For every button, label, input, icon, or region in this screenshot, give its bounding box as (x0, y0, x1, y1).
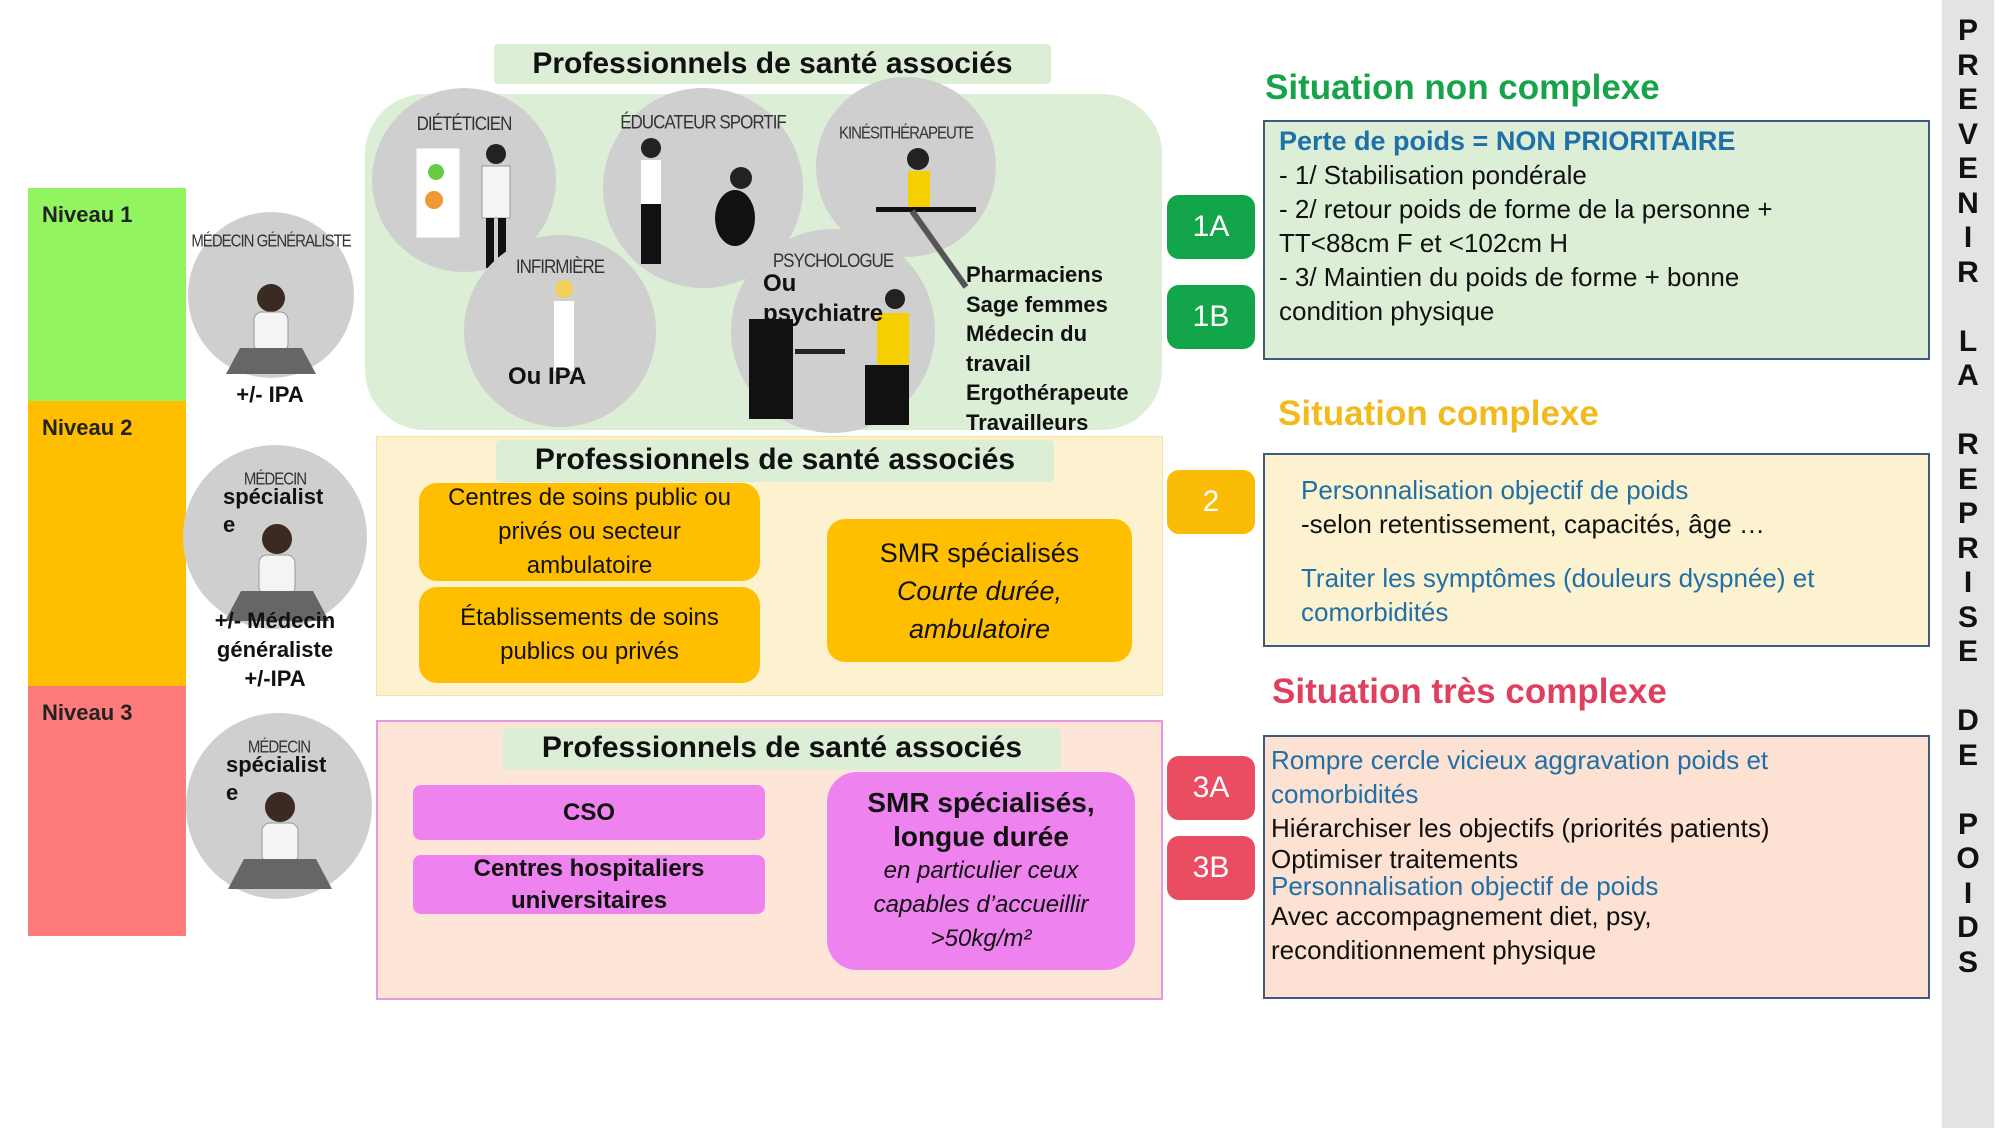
box-tres-complexe: Rompre cercle vicieux aggravation poids … (1263, 735, 1930, 999)
banner-letter (1964, 773, 1972, 808)
banner-letter: P (1957, 14, 1978, 47)
banner-letter: I (1963, 221, 1973, 254)
banner-letter: E (1957, 738, 1978, 772)
box-complexe: Personnalisation objectif de poids-selon… (1263, 453, 1930, 647)
banner-letter: I (1963, 876, 1973, 910)
banner-letter: I (1963, 566, 1973, 599)
level3-smr-box: SMR spécialisés,longue durée en particul… (827, 772, 1135, 970)
spec3-overlay: spécialist e (226, 752, 327, 805)
banner-letter (1964, 670, 1972, 705)
spec2-overlay: spécialist e (223, 484, 324, 537)
physiotherapist-icon (876, 148, 976, 289)
badge-2: 2 (1167, 470, 1255, 534)
heading-non-complexe: Situation non complexe (1265, 68, 1660, 107)
dietitian-icon (415, 144, 511, 268)
banner-letter: P (1957, 497, 1978, 530)
level1-title: Professionnels de santé associés (494, 44, 1051, 84)
sports-coach-icon (641, 138, 755, 264)
level3-title: Professionnels de santé associés (503, 728, 1061, 770)
banner-letter: S (1957, 945, 1978, 979)
banner-letter: N (1957, 186, 1979, 220)
banner-letter: V (1957, 117, 1978, 151)
nurse-note: Ou IPA (508, 363, 587, 390)
doctor-icon (226, 284, 316, 374)
box-non-complexe: Perte de poids = NON PRIORITAIRE - 1/ St… (1263, 120, 1930, 360)
heading-complexe: Situation complexe (1278, 394, 1599, 433)
banner-letter: O (1956, 842, 1980, 875)
banner-letter: D (1957, 704, 1979, 737)
banner-letter: E (1957, 152, 1978, 185)
banner-letter: R (1957, 428, 1979, 461)
gp-title: MÉDECIN GÉNÉRALISTE (191, 231, 351, 252)
banner-letter: L (1958, 324, 1978, 358)
badge-1b: 1B (1167, 285, 1255, 349)
doctor-icon (228, 792, 332, 889)
banner-letter: A (1957, 359, 1979, 392)
gp-caption: +/- IPA (236, 382, 304, 407)
banner-letter: E (1957, 635, 1978, 668)
spec2-title: MÉDECIN (243, 469, 307, 490)
level2-title: Professionnels de santé associés (496, 440, 1054, 482)
level3-chu-box: Centres hospitaliers universitaires (413, 855, 765, 914)
level-2-bar: Niveau 2 (28, 401, 186, 686)
doctor-icon (225, 524, 329, 621)
psy-note: Ou psychiatre (763, 270, 884, 327)
infirmiere-circle: INFIRMIÈRE Ou IPA (464, 235, 656, 427)
heading-tres-complexe: Situation très complexe (1272, 672, 1667, 711)
badge-3a: 3A (1167, 756, 1255, 820)
level2-etablissements-box: Établissements de soins publics ou privé… (419, 587, 760, 683)
banner-letter: R (1957, 255, 1979, 289)
nurse-icon (554, 280, 574, 371)
level3-cso-box: CSO (413, 785, 765, 840)
banner-letter: E (1957, 462, 1978, 496)
badge-3b: 3B (1167, 836, 1255, 900)
banner-letter (1964, 394, 1972, 429)
spec3-title: MÉDECIN (247, 737, 311, 758)
banner-letter (1964, 290, 1972, 325)
psychologist-icon (749, 289, 909, 425)
psychologue-circle: PSYCHOLOGUE Ou psychiatre (731, 229, 935, 433)
banner-letter: D (1957, 911, 1979, 944)
level-3-bar: Niveau 3 (28, 686, 186, 936)
spec2-circle: MÉDECIN spécialist e (183, 445, 367, 629)
level2-centres-box: Centres de soins public ou privés ou sec… (419, 483, 760, 581)
banner-letter: P (1957, 807, 1978, 841)
kine-circle: KINÉSITHÉRAPEUTE (816, 77, 996, 289)
gp-circle: MÉDECIN GÉNÉRALISTE (188, 212, 354, 378)
banner-letter: S (1957, 600, 1978, 634)
banner-letter: E (1957, 83, 1978, 116)
banner-letter: R (1957, 48, 1979, 82)
badge-1a: 1A (1167, 195, 1255, 259)
banner-letter: R (1957, 531, 1979, 565)
level-1-bar: Niveau 1 (28, 188, 186, 401)
spec3-circle: MÉDECIN spécialist e (186, 713, 372, 899)
